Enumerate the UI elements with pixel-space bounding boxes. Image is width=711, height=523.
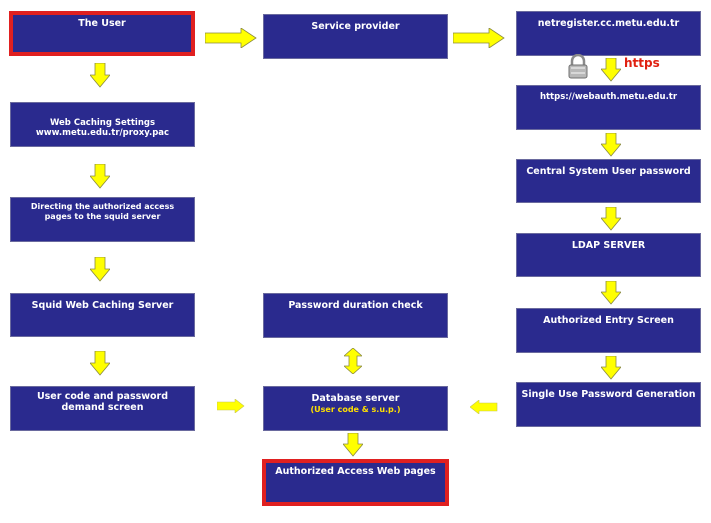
central-password-label: Central System User password	[526, 166, 691, 177]
box-ldap-server: LDAP SERVER	[516, 233, 701, 277]
arrow-down-squid-to-usercode	[90, 351, 110, 376]
ldap-label: LDAP SERVER	[571, 240, 646, 251]
arrow-down-database-to-authorized	[343, 433, 363, 457]
box-password-duration: Password duration check	[263, 293, 448, 338]
the-user-label: The User	[78, 18, 126, 29]
directing-label: Directing the authorized access pages to…	[30, 202, 175, 221]
arrow-down-netregister-to-webauth	[601, 58, 621, 82]
arrow-down-user-to-webcaching	[90, 63, 110, 88]
arrow-down-ldap-to-entry	[601, 281, 621, 305]
database-label: Database server	[311, 393, 400, 404]
arrow-down-entry-to-singleuse	[601, 356, 621, 380]
box-authorized-entry: Authorized Entry Screen	[516, 308, 701, 353]
arrow-down-central-to-ldap	[601, 207, 621, 231]
box-user-code-demand: User code and password demand screen	[10, 386, 195, 431]
squid-label: Squid Web Caching Server	[31, 300, 174, 311]
box-the-user: The User	[9, 11, 195, 56]
database-sub-label: (User code & s.u.p.)	[310, 405, 401, 414]
box-webauth: https://webauth.metu.edu.tr	[516, 85, 701, 130]
authorized-entry-label: Authorized Entry Screen	[543, 315, 674, 326]
arrow-right-provider-to-netregister	[453, 28, 505, 48]
box-authorized-access: Authorized Access Web pages	[262, 459, 449, 506]
box-database-server: Database server (User code & s.u.p.)	[263, 386, 448, 431]
box-single-use-password: Single Use Password Generation	[516, 382, 701, 427]
authorized-access-label: Authorized Access Web pages	[275, 466, 436, 477]
user-code-label: User code and password demand screen	[36, 391, 169, 413]
password-duration-label: Password duration check	[288, 300, 423, 311]
box-netregister: netregister.cc.metu.edu.tr	[516, 11, 701, 56]
single-use-label: Single Use Password Generation	[521, 389, 696, 400]
arrow-right-usercode-to-database	[217, 399, 245, 413]
arrow-down-webcaching-to-directing	[90, 164, 110, 189]
arrow-right-user-to-provider	[205, 28, 257, 48]
arrow-down-webauth-to-central	[601, 133, 621, 157]
box-service-provider: Service provider	[263, 14, 448, 59]
box-squid-server: Squid Web Caching Server	[10, 293, 195, 337]
https-label: https	[624, 56, 660, 70]
box-web-caching-settings: Web Caching Settings www.metu.edu.tr/pro…	[10, 102, 195, 147]
box-central-password: Central System User password	[516, 159, 701, 203]
netregister-label: netregister.cc.metu.edu.tr	[537, 18, 680, 29]
arrow-down-directing-to-squid	[90, 257, 110, 282]
service-provider-label: Service provider	[311, 21, 400, 32]
webauth-label: https://webauth.metu.edu.tr	[539, 92, 678, 102]
arrow-left-singleuse-to-database	[470, 400, 498, 414]
padlock-icon	[568, 54, 588, 79]
web-caching-label: Web Caching Settings www.metu.edu.tr/pro…	[35, 118, 170, 138]
box-directing-pages: Directing the authorized access pages to…	[10, 197, 195, 242]
arrow-updown-duration-database	[344, 348, 362, 374]
